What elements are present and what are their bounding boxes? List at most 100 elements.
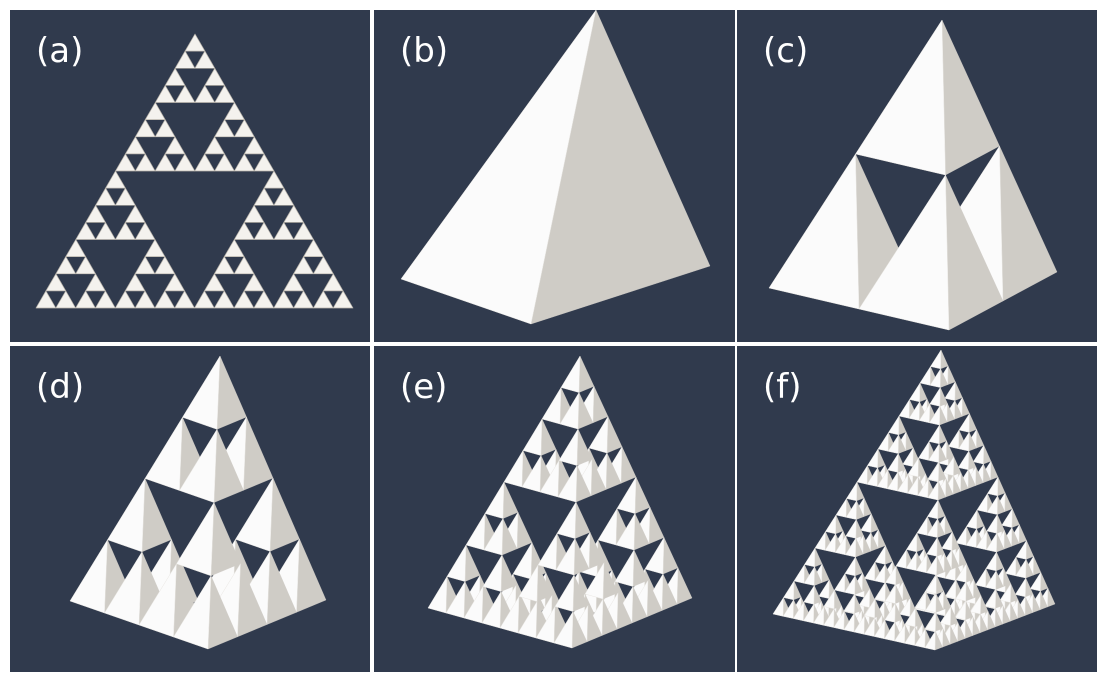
triangle-cell (243, 204, 265, 223)
pyramid-face-front (877, 469, 889, 490)
pyramid-face-front (899, 597, 911, 617)
pyramid-face-front (803, 566, 815, 586)
triangle-cell (115, 222, 136, 240)
triangle-cell (243, 273, 265, 292)
pyramid-face-front (985, 570, 997, 590)
pyramid-face-front (235, 477, 274, 552)
triangle-cell (55, 290, 76, 309)
pyramid-face-front (855, 19, 946, 176)
pyramid-face-front (835, 535, 847, 556)
pyramid-face-right (968, 413, 977, 433)
pyramid-face-front (1015, 577, 1027, 598)
pyramid-face-front (943, 456, 955, 476)
triangle-cell (283, 273, 304, 292)
pyramid-face-front (1030, 572, 1042, 592)
pyramid-face-front (584, 562, 605, 600)
pyramid-face-front (888, 415, 900, 436)
pyramid-face-front (853, 615, 865, 635)
pyramid-face-front (940, 606, 952, 626)
pyramid-face-front (945, 579, 957, 600)
pyramid-face-front (400, 10, 597, 325)
panel-d: (d) (10, 346, 370, 672)
pyramid-face-front (928, 443, 940, 463)
pyramid-face-front (846, 481, 858, 502)
pyramid-face-front (823, 608, 835, 628)
triangle-cell (253, 222, 275, 240)
pyramid-face-front (919, 366, 931, 386)
pyramid-face-right (269, 477, 300, 552)
pyramid-face-front (909, 382, 921, 403)
pyramid-face-front (539, 460, 560, 498)
pyramid-face-front (1001, 508, 1013, 528)
pyramid-face-front (107, 478, 146, 553)
pyramid-face-right (965, 563, 974, 583)
triangle-cell (263, 170, 285, 189)
triangle-cell (75, 256, 96, 275)
pyramid-face-front (793, 564, 805, 584)
triangle-cell (134, 222, 156, 240)
pyramid-face-front (924, 631, 936, 651)
triangle-cell (243, 136, 265, 155)
pyramid-face-right (793, 580, 802, 601)
triangle-cell (174, 290, 195, 309)
pyramid-face-front (904, 607, 916, 628)
pyramid-face-front (813, 606, 825, 626)
pyramid-face-right (243, 416, 274, 491)
pyramid-face-front (553, 611, 574, 649)
triangle-cell (233, 222, 255, 240)
pyramid-face-front (1015, 540, 1027, 560)
pyramid-face-front (768, 153, 860, 310)
pyramid-face-front (1005, 556, 1017, 577)
pyramid-face-right (877, 448, 886, 469)
pyramid-face-right (937, 499, 946, 520)
triangle-cell (214, 85, 235, 103)
triangle-cell (204, 136, 225, 155)
pyramid-face-front (915, 591, 927, 611)
pyramid-face-right (1018, 524, 1027, 544)
triangle-cell (322, 273, 344, 292)
pyramid-face-front (976, 530, 988, 551)
pyramid-face-front (503, 450, 524, 488)
pyramid-face-front (884, 584, 896, 604)
pyramid-face-front (845, 500, 857, 520)
pyramid-face-right (516, 512, 533, 550)
pyramid-face-front (916, 553, 928, 574)
pyramid-face-right (854, 556, 863, 577)
pyramid-face-right (574, 501, 591, 539)
triangle-cell (154, 153, 176, 172)
pyramid-face-front (918, 441, 930, 461)
triangle-cell (134, 153, 156, 172)
triangle-cell (154, 256, 176, 275)
pyramid-face-front (844, 556, 856, 577)
pyramid-face-front (614, 549, 635, 587)
panel-b: (b) (374, 10, 735, 342)
pyramid-face-front (803, 585, 815, 605)
pyramid-face-front (986, 533, 998, 553)
triangle-cell (154, 119, 176, 138)
pyramid-face-front (463, 586, 484, 624)
triangle-cell (75, 290, 96, 309)
pyramid-face-front (556, 501, 577, 539)
pyramid-face-front (825, 514, 837, 535)
pyramid-face-front (928, 462, 940, 482)
triangle-cell (95, 290, 116, 309)
pyramid-face-right (919, 382, 928, 402)
pyramid-face-right (954, 381, 963, 401)
pyramid-face-right (961, 397, 970, 417)
pyramid-face-right (983, 445, 992, 465)
pyramid-face-front (615, 513, 636, 551)
pyramid-face-front (427, 576, 448, 614)
triangle-cell (293, 256, 314, 275)
pyramid-face-front (144, 417, 183, 491)
triangle-cell (164, 67, 186, 86)
panel-label-f: (f) (763, 367, 802, 407)
pyramid-face-front (874, 564, 886, 584)
pyramid-face-front (929, 368, 941, 388)
pyramid-face-front (898, 399, 910, 419)
pyramid-face-right (870, 513, 879, 533)
pyramid-face-right (141, 478, 172, 553)
triangle-cell (194, 153, 215, 172)
pyramid-face-front (958, 450, 970, 471)
pyramid-face-front (845, 538, 857, 558)
